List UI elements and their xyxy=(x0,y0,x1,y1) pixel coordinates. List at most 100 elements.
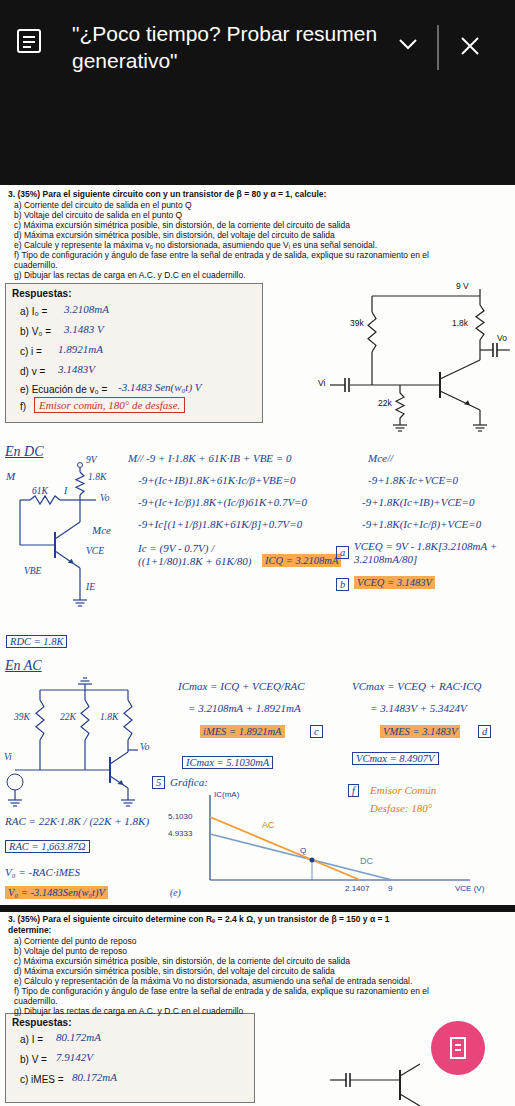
node-text: 3.2108mA xyxy=(64,303,109,316)
result-box: RDC = 1.8K xyxy=(6,635,67,648)
node-text: VCmax = 8.4907V xyxy=(356,753,435,764)
text-label: IC(mA) xyxy=(214,790,239,800)
wire xyxy=(124,802,133,803)
text-label: VCmax = VCEQ + RAC·ICQ xyxy=(352,680,481,693)
node-text: a) I₀ = xyxy=(20,306,47,318)
wire xyxy=(20,499,30,500)
text-label: VBE xyxy=(24,566,41,577)
text-label: 61K xyxy=(32,486,48,497)
wire xyxy=(345,1073,347,1087)
result-box: ICmax = 5.1030mA xyxy=(182,756,273,769)
wire xyxy=(60,499,80,500)
wire xyxy=(372,295,480,296)
resistor-symbol xyxy=(124,700,132,740)
wire xyxy=(54,532,56,558)
answer-letter: f xyxy=(348,784,359,797)
node-text: d xyxy=(482,726,487,737)
wire xyxy=(480,349,493,350)
result-highlight: ICQ = 3.2108mA xyxy=(262,554,341,567)
wire xyxy=(81,680,90,681)
page-sheet xyxy=(0,912,515,1106)
wire xyxy=(344,378,346,392)
node-text: b) V₀ = xyxy=(20,326,51,338)
result-highlight: VMES = 3.1483V xyxy=(380,725,460,738)
answer-letter: a xyxy=(336,546,349,559)
node-text: VCEQ = 3.1483V xyxy=(357,577,432,588)
answer-letter: b xyxy=(336,578,349,591)
text-label: -9+(Ic+IB)1.8K+61K·Ic/β+VBE=0 xyxy=(138,474,295,487)
node-text: b) V = xyxy=(20,1054,47,1066)
wire xyxy=(83,677,87,678)
wire xyxy=(126,805,130,806)
wire xyxy=(109,757,111,783)
node-text: 7.9142V xyxy=(56,1051,93,1064)
wire xyxy=(20,544,55,545)
node-text: Respuestas: xyxy=(12,288,71,300)
node-text: iMES = 1.8921mA xyxy=(203,726,282,737)
text-label: -9+(Ic+Ic/β)1.8K+(Ic/β)61K+0.7V=0 xyxy=(138,496,307,509)
node-text: -3.1483 Sen(w₀t) V xyxy=(118,381,202,394)
text-label: e) Calcule y represente la máxima v₀ no … xyxy=(14,240,377,250)
text-label: a) Corriente del punto de reposo xyxy=(14,936,136,946)
text-label: g) Dibujar las rectas de carga en A.C. y… xyxy=(14,270,246,280)
wire xyxy=(492,343,494,357)
text-label: a) Corriente del circuito de salida en e… xyxy=(14,200,192,210)
text-label: b) Voltaje del circuito de salida en el … xyxy=(14,210,182,220)
wire xyxy=(439,372,441,398)
text-label: I xyxy=(64,486,67,497)
answer-letter: 5 xyxy=(152,776,165,789)
resistor-symbol xyxy=(476,305,484,340)
text-label: ICmax = ICQ + VCEQ/RAC xyxy=(178,680,305,693)
text-label: 22K xyxy=(60,712,76,723)
text-label: Vo xyxy=(497,333,507,343)
text-label: d) Máxima excursión simétrica posible, s… xyxy=(14,966,335,976)
text-label: Vo xyxy=(100,493,110,504)
chevron-icon xyxy=(400,40,416,48)
text-label: 1.8K xyxy=(88,472,106,483)
text-label: Emisor Común xyxy=(370,784,436,797)
emitter-arrow xyxy=(118,780,124,785)
result-highlight: V₀ = -3.1483Sen(w₀t)V xyxy=(5,886,108,899)
text-label: 3. (35%) Para el siguiente circuito dete… xyxy=(8,914,503,924)
text-label: f) Tipo de configuración y ángulo de fas… xyxy=(14,986,444,1006)
wire xyxy=(11,802,20,803)
wire xyxy=(73,599,87,600)
wire xyxy=(39,740,40,770)
node-text: f xyxy=(352,785,355,796)
text-label: -9+1.8K(Ic+Ic/β)+VCE=0 xyxy=(362,518,481,531)
wire xyxy=(14,790,15,800)
wire xyxy=(79,495,80,500)
text-label: 9 V xyxy=(456,281,469,291)
wire xyxy=(330,1079,346,1080)
text-label: d) Máxima excursión simétrica posible, s… xyxy=(14,230,335,240)
text-label: determine: xyxy=(8,925,51,935)
wire xyxy=(80,499,96,500)
text-label: 9 xyxy=(388,884,392,894)
resistor-symbol xyxy=(81,700,89,740)
text-label: -9+1.8K(Ic+IB)+VCE=0 xyxy=(362,496,474,509)
wire xyxy=(476,427,485,428)
wire xyxy=(128,749,138,750)
text-label: IE xyxy=(86,582,95,593)
wire xyxy=(19,500,20,545)
wire xyxy=(78,605,82,606)
text-label: 5.1030 xyxy=(168,812,192,822)
wire xyxy=(348,378,350,392)
wire xyxy=(13,805,17,806)
answer-highlight: Emisor común, 180° de desfase. xyxy=(34,397,185,413)
text-label: c) Máxima excursión simétrica posible, s… xyxy=(14,956,350,966)
node-text: Respuestas: xyxy=(12,1017,71,1029)
wire xyxy=(350,384,440,385)
wire xyxy=(479,289,480,296)
wire xyxy=(440,360,480,379)
text-label: Mce// xyxy=(368,452,393,465)
node-text: 80.172mA xyxy=(56,1031,101,1044)
wire xyxy=(84,684,85,690)
node-text: d) v = xyxy=(20,366,45,378)
dc-load-line xyxy=(210,834,392,880)
wire xyxy=(473,424,487,425)
node-text: ICQ = 3.2108mA xyxy=(265,555,338,566)
answer-box: Respuestas:a) I₀ =3.2108mAb) V₀ =3.1483 … xyxy=(5,283,263,423)
text-label: 2.1407 xyxy=(345,884,369,894)
floating-button xyxy=(431,1021,485,1075)
